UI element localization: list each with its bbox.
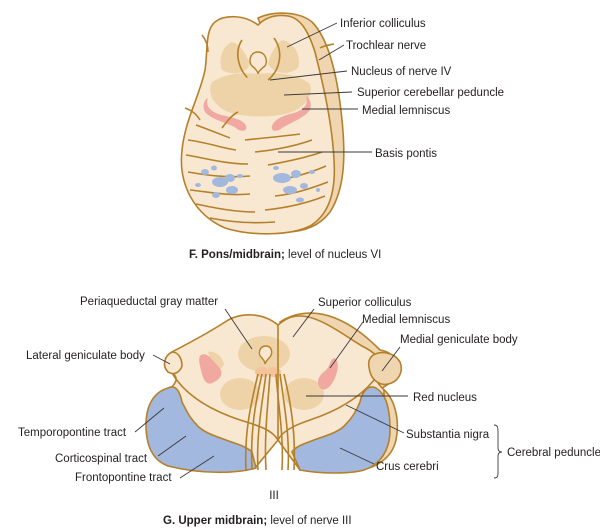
red-nucleus-right	[284, 378, 324, 410]
cerebral-aqueduct-g	[258, 345, 273, 365]
label-red-nucleus: Red nucleus	[413, 392, 477, 404]
label-crus-cerebri: Crus cerebri	[376, 461, 439, 473]
nucleus-nerve-iv-left	[246, 75, 256, 85]
label-basis-pontis: Basis pontis	[375, 148, 437, 160]
label-temporopontine-tract: Temporopontine tract	[18, 427, 127, 439]
label-substantia-nigra: Substantia nigra	[406, 429, 490, 441]
cerebral-aqueduct	[249, 51, 267, 75]
label-trochlear-nerve: Trochlear nerve	[346, 40, 426, 52]
caption-panel-f: F. Pons/midbrain; level of nucleus VI	[189, 249, 381, 261]
label-frontopontine-tract: Frontopontine tract	[75, 472, 172, 484]
medial-lemniscus-right	[271, 96, 311, 131]
label-inferior-colliculus: Inferior colliculus	[340, 18, 426, 30]
label-medial-lemniscus-g: Medial lemniscus	[362, 314, 450, 326]
caption-panel-g: G. Upper midbrain; level of nerve III	[163, 515, 352, 527]
inferior-colliculus-right	[268, 40, 300, 73]
red-nucleus-left	[220, 378, 260, 410]
corticospinal-fascicles	[195, 165, 320, 203]
superior-cerebellar-peduncle	[210, 73, 311, 117]
label-medial-geniculate-body: Medial geniculate body	[400, 334, 518, 346]
medial-lemniscus-g-right	[318, 358, 338, 390]
label-medial-lemniscus-f: Medial lemniscus	[362, 105, 450, 117]
label-periaqueductal-gray: Periaqueductal gray matter	[80, 296, 218, 308]
label-corticospinal-tract: Corticospinal tract	[55, 453, 148, 465]
label-superior-cerebellar-peduncle: Superior cerebellar peduncle	[357, 87, 504, 99]
medial-lemniscus-left	[203, 98, 247, 131]
label-superior-colliculus: Superior colliculus	[318, 297, 412, 309]
inferior-colliculus-left	[220, 42, 250, 74]
oculomotor-nerve-fibers	[244, 373, 296, 471]
crus-cerebri-right	[291, 386, 391, 474]
panel-f-pons-midbrain: Inferior colliculus Trochlear nerve Nucl…	[180, 12, 504, 261]
medial-lemniscus-g-left-pink	[199, 354, 222, 384]
cerebral-peduncle-bracket	[493, 424, 503, 479]
label-lateral-geniculate-body: Lateral geniculate body	[26, 350, 145, 362]
label-cerebral-peduncle: Cerebral peduncle	[507, 447, 600, 459]
medial-geniculate-body	[367, 351, 403, 386]
panel-g-upper-midbrain: Periaqueductal gray matter Lateral genic…	[18, 296, 600, 527]
label-nucleus-nerve-iv: Nucleus of nerve IV	[351, 66, 452, 78]
label-nerve-iii: III	[269, 490, 279, 502]
nucleus-nerve-iv-right	[257, 75, 267, 85]
